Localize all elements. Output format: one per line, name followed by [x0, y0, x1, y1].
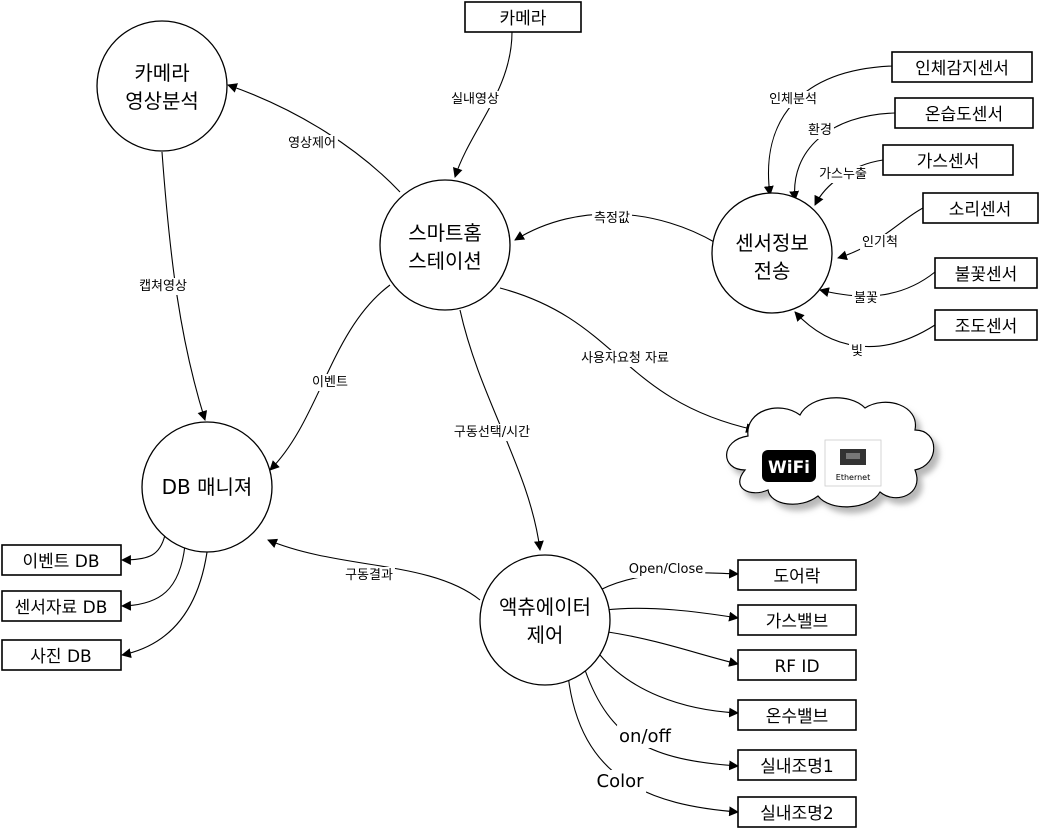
- box-door-lock: 도어락: [737, 559, 857, 591]
- label-flame: 불꽃: [854, 291, 878, 306]
- ethernet-icon: Ethernet: [824, 439, 882, 487]
- node-smart-home-station: 스마트홈 스테이션: [379, 179, 511, 311]
- edge-label-background: [849, 343, 865, 360]
- label-gas-leak: 가스누출: [819, 167, 867, 182]
- box-photo-db: 사진 DB: [1, 639, 122, 671]
- box-photo-db-label: 사진 DB: [30, 647, 91, 667]
- edge-label-background: [594, 770, 647, 793]
- label-user-request: 사용자요청 자료: [581, 351, 669, 366]
- edge-camera-analysis-to-db: [161, 151, 208, 421]
- edge-label-background: [626, 561, 706, 578]
- label-environment: 환경: [808, 123, 832, 138]
- box-sound-sensor-label: 소리센서: [949, 200, 1012, 220]
- box-sound-sensor: 소리센서: [922, 192, 1039, 224]
- edge-label-background: [310, 374, 350, 391]
- edge-db-to-sensor-db: [121, 544, 186, 611]
- node-camera-analysis-line1: 카메라: [134, 61, 189, 85]
- box-event-db: 이벤트 DB: [1, 544, 122, 576]
- edge-label-background: [617, 725, 674, 748]
- box-light-sensor: 조도센서: [934, 309, 1038, 341]
- edge-label-background: [817, 166, 869, 183]
- edge-label-background: [137, 278, 189, 295]
- box-flame-sensor: 불꽃센서: [934, 257, 1038, 289]
- label-event: 이벤트: [312, 375, 348, 390]
- node-station-line2: 스테이션: [408, 249, 482, 273]
- edge-label-background: [592, 210, 632, 227]
- node-actuator-line2: 제어: [527, 623, 564, 647]
- label-human-analysis: 인체분석: [769, 92, 817, 107]
- box-temp-humidity-sensor: 온습도센서: [894, 97, 1034, 129]
- box-light2-label: 실내조명2: [760, 804, 833, 824]
- label-drive-select: 구동선택/시간: [454, 425, 530, 440]
- box-sensor-db-label: 센서자료 DB: [15, 598, 108, 618]
- box-rfid-label: RF ID: [774, 657, 819, 677]
- edge-sound-sensor: [837, 207, 924, 261]
- network-cloud: WiFi Ethernet: [726, 397, 935, 508]
- edge-label-background: [860, 234, 900, 251]
- edge-label-background: [343, 567, 395, 584]
- node-db-manager-label: DB 매니져: [162, 475, 253, 499]
- node-sensor-transmit: 센서정보 전송: [711, 192, 833, 314]
- label-presence: 인기척: [862, 235, 898, 250]
- box-light2: 실내조명2: [737, 796, 857, 828]
- box-water-valve-label: 온수밸브: [766, 707, 829, 727]
- edge-actuator-to-db: [267, 538, 481, 601]
- wifi-icon-label: WiFi: [768, 458, 810, 478]
- box-event-db-label: 이벤트 DB: [22, 552, 99, 572]
- edge-light-sensor: [794, 311, 936, 347]
- edge-to-light1: [584, 669, 739, 771]
- node-camera-analysis-line2: 영상분석: [125, 89, 199, 113]
- box-camera: 카메라: [464, 1, 582, 33]
- label-measured-value: 측정값: [594, 211, 630, 226]
- edge-db-to-event-db: [121, 534, 166, 565]
- edge-camera-to-station: [452, 31, 513, 178]
- label-drive-result: 구동결과: [345, 568, 393, 583]
- box-gas-valve: 가스밸브: [737, 604, 857, 636]
- edge-db-to-photo-db: [121, 544, 209, 659]
- label-video-control: 영상제어: [288, 136, 336, 151]
- box-temp-sensor-label: 온습도센서: [925, 105, 1003, 125]
- box-camera-label: 카메라: [500, 9, 547, 29]
- box-water-valve: 온수밸브: [737, 699, 857, 731]
- edge-label-background: [449, 91, 501, 108]
- edge-label-background: [286, 135, 338, 152]
- edge-label-background: [767, 91, 819, 108]
- node-sensor-tx-line1: 센서정보: [735, 231, 809, 255]
- node-camera-analysis: 카메라 영상분석: [96, 20, 228, 152]
- edge-station-to-camera-analysis: [227, 83, 401, 193]
- box-light1: 실내조명1: [737, 749, 857, 781]
- box-light1-label: 실내조명1: [760, 757, 833, 777]
- box-sensor-db: 센서자료 DB: [1, 590, 122, 622]
- node-actuator-control: 액츄에이터 제어: [479, 554, 611, 686]
- edge-to-water-valve: [599, 654, 739, 718]
- node-sensor-tx-line2: 전송: [754, 259, 791, 283]
- label-color: Color: [597, 771, 645, 792]
- box-human-sensor: 인체감지센서: [891, 51, 1033, 83]
- label-open-close: Open/Close: [629, 562, 704, 577]
- ethernet-icon-label: Ethernet: [836, 473, 870, 482]
- edge-to-gas-valve: [604, 607, 739, 622]
- node-actuator-line1: 액츄에이터: [499, 595, 591, 619]
- edge-label-background: [579, 350, 671, 367]
- node-db-manager: DB 매니져: [141, 421, 273, 553]
- box-gas-valve-label: 가스밸브: [766, 612, 829, 632]
- edge-label-background: [852, 290, 880, 307]
- box-gas-sensor-label: 가스센서: [917, 152, 980, 172]
- label-indoor-video: 실내영상: [451, 92, 499, 107]
- edge-label-background: [451, 424, 533, 441]
- box-gas-sensor: 가스센서: [882, 144, 1014, 176]
- wifi-icon: WiFi: [762, 450, 816, 482]
- label-light: 빛: [851, 344, 863, 359]
- label-on-off: on/off: [619, 726, 671, 747]
- box-rfid: RF ID: [737, 649, 857, 681]
- box-flame-sensor-label: 불꽃센서: [955, 265, 1018, 285]
- box-light-sensor-label: 조도센서: [955, 317, 1018, 337]
- node-station-line1: 스마트홈: [408, 221, 482, 245]
- label-capture-video: 캡쳐영상: [139, 279, 187, 294]
- edge-to-rfid: [607, 631, 739, 667]
- edge-label-background: [806, 122, 834, 139]
- box-human-sensor-label: 인체감지센서: [915, 59, 1009, 79]
- box-door-lock-label: 도어락: [774, 567, 821, 587]
